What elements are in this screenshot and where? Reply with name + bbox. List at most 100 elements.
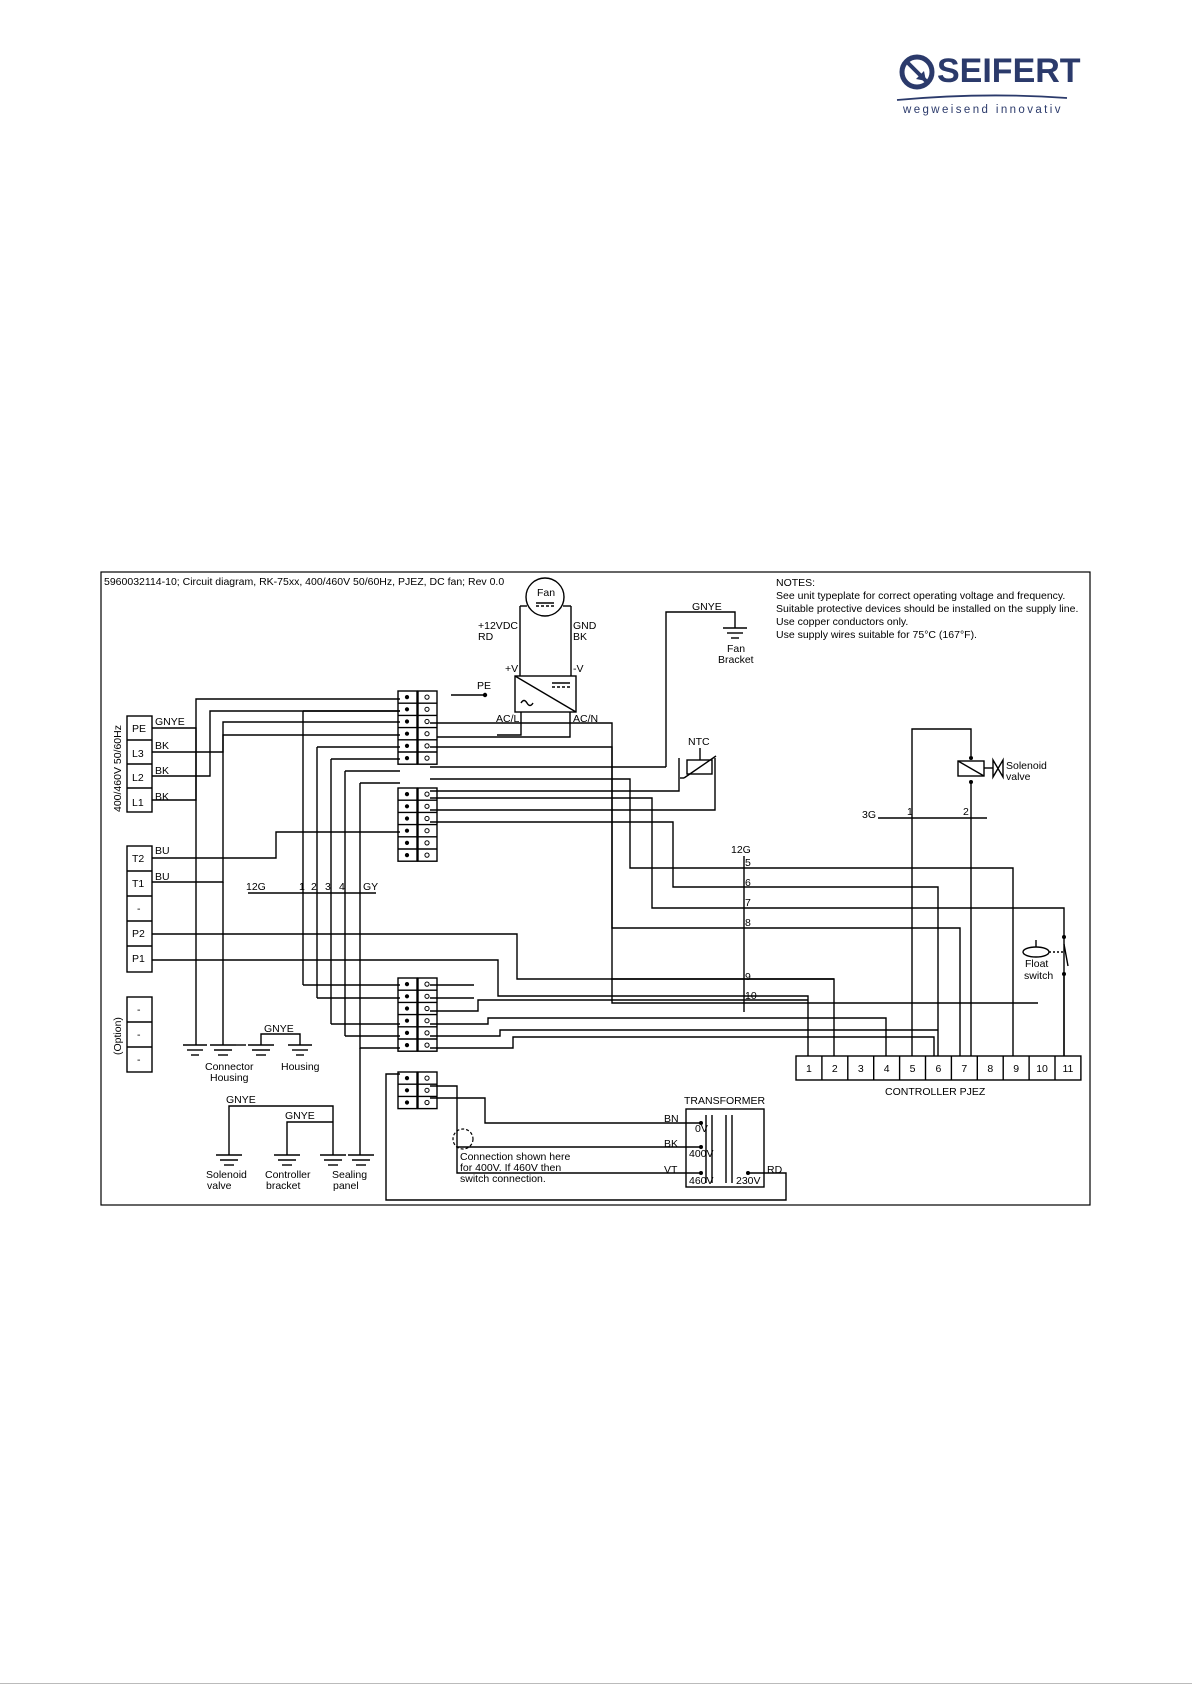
controller-terminal: 4 (884, 1063, 890, 1075)
fan-plus-v: +V (505, 663, 518, 675)
fan-bracket-label: Bracket (718, 654, 754, 666)
controller-terminal: 11 (1062, 1063, 1073, 1075)
terminal-screw (404, 1006, 410, 1011)
connection-note: for 400V. If 460V then (460, 1162, 561, 1174)
diagram-frame (100, 571, 1091, 1206)
terminal-pe: PE (132, 723, 146, 735)
cable-12g-right: 12G 5 6 7 8 9 10 (430, 722, 1065, 1065)
cable-3g-number: 2 (963, 806, 969, 818)
terminal-strip-transformer (397, 1071, 438, 1110)
supply-terminal-block: PE L3 L2 L1 GNYE BK BK BK 400/460V 50/60… (112, 715, 185, 813)
logo-tagline: wegweisend innovativ (903, 104, 1063, 116)
terminal-screw (404, 1043, 410, 1048)
fan-bracket-label: Fan (727, 643, 745, 655)
terminal-screw (404, 743, 410, 749)
fan-pe-label: PE (477, 680, 491, 692)
option-terminal-block: - - - (Option) (112, 996, 153, 1073)
cable-number: 6 (745, 877, 751, 889)
controller-terminal: 1 (806, 1063, 812, 1075)
terminal-l2: L2 (132, 772, 144, 784)
terminal-p1: P1 (132, 953, 145, 965)
cable-3g-number: 1 (907, 806, 913, 818)
wire-bk: BK (155, 765, 169, 777)
terminal-screw (404, 1030, 410, 1035)
terminal-screw (424, 840, 430, 846)
float-switch-icon (1022, 946, 1050, 958)
connection-note: Connection shown here (460, 1151, 570, 1163)
diagram-title: 5960032114-10; Circuit diagram, RK-75xx,… (104, 576, 504, 588)
notes-heading: NOTES: (776, 577, 815, 589)
cable-12g-left-label: 12G (246, 881, 266, 893)
ground-label: Housing (281, 1061, 320, 1073)
connection-marker (452, 1128, 474, 1150)
terminal-screw (404, 719, 410, 724)
transformer-tap: 460V (689, 1175, 714, 1187)
cable-12g-left: 12G 1 2 3 4 GY (246, 710, 400, 1049)
ground-label: Connector (205, 1061, 254, 1073)
terminal-screw (424, 706, 430, 712)
terminal-screw (424, 981, 430, 987)
cable-color: GY (363, 881, 378, 893)
transformer-wire: BN (664, 1113, 679, 1125)
cable-number: 4 (339, 881, 345, 893)
cable-number: 8 (745, 917, 751, 929)
transformer-wire: VT (664, 1164, 678, 1176)
option-label: (Option) (112, 1017, 124, 1055)
terminal-screw (404, 707, 410, 712)
page-bottom-rule (0, 1683, 1192, 1684)
fan-bracket-ground: GNYE Fan Bracket (665, 601, 754, 767)
terminal-screw (424, 993, 430, 999)
terminal-screw (424, 755, 430, 761)
note-line: Suitable protective devices should be in… (776, 603, 1078, 615)
terminal-screw (424, 1075, 430, 1081)
transformer-icon (685, 1108, 765, 1188)
option-terminal: - (137, 1029, 141, 1041)
terminal-t1: T1 (132, 878, 144, 890)
terminal-screw (424, 1005, 430, 1012)
float-switch-label: Float (1025, 958, 1048, 970)
solenoid-valve: Solenoid valve 3G 1 2 (862, 728, 1047, 1065)
terminal-screw (404, 695, 410, 700)
wire-bu: BU (155, 871, 170, 883)
transformer-tap: 0V (695, 1123, 708, 1135)
cable-number: 7 (745, 897, 751, 909)
terminal-screw (424, 791, 430, 797)
option-terminal: - (137, 1054, 141, 1066)
terminal-screw (424, 815, 430, 822)
fan-pos-label: +12VDC (478, 620, 518, 632)
wire-bu: BU (155, 845, 170, 857)
ground-wire: GNYE (226, 1094, 256, 1106)
cable-number: 10 (745, 990, 757, 1002)
float-switch: Float switch (1022, 935, 1069, 1065)
terminal-blank: - (137, 903, 141, 915)
ground-label: Controller (265, 1169, 311, 1181)
solenoid-label: Solenoid (1006, 760, 1047, 772)
transformer-wire: BK (664, 1138, 678, 1150)
notes-block: NOTES: See unit typeplate for correct op… (776, 577, 1078, 641)
controller-terminal: 2 (832, 1063, 838, 1075)
terminal-screw (424, 1087, 430, 1093)
logo-brand: SEIFERT (937, 52, 1081, 90)
cable-number: 1 (299, 881, 305, 893)
transformer-label: TRANSFORMER (684, 1095, 766, 1107)
terminal-screw (424, 1018, 430, 1024)
float-switch-label: switch (1024, 970, 1053, 982)
terminal-screw (424, 694, 430, 700)
controller-label: CONTROLLER PJEZ (885, 1086, 986, 1098)
terminal-screw (404, 756, 410, 761)
fan-neg-color: BK (573, 631, 587, 643)
fan-bracket-wire: GNYE (692, 601, 722, 613)
terminal-screw (404, 816, 410, 821)
ground-label: Sealing (332, 1169, 367, 1181)
cable-number: 3 (325, 881, 331, 893)
ntc-label: NTC (688, 736, 710, 748)
connection-note: switch connection. (460, 1173, 546, 1185)
ground-wire: GNYE (285, 1110, 315, 1122)
wire-gnye: GNYE (155, 716, 185, 728)
note-line: Use copper conductors only. (776, 616, 908, 628)
fan-minus-v: -V (573, 663, 584, 675)
terminal-t2: T2 (132, 853, 144, 865)
fan-pos-color: RD (478, 631, 494, 643)
terminal-screw (404, 792, 410, 797)
